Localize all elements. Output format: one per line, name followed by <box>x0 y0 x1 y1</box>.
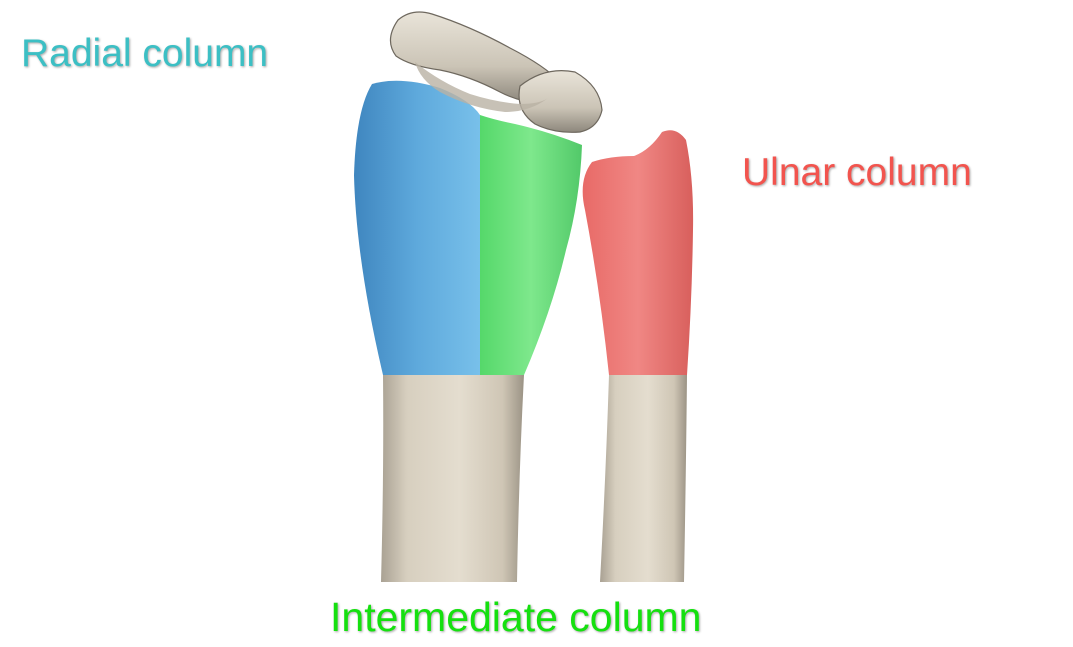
lunate-bone <box>519 71 602 133</box>
ulnar-column-region <box>583 130 693 375</box>
ulna-shaft <box>600 375 687 582</box>
intermediate-column-region <box>480 115 582 375</box>
radius-shaft <box>381 375 524 582</box>
ulnar-column-label: Ulnar column <box>742 153 972 192</box>
radial-column-region <box>354 81 480 375</box>
intermediate-column-label: Intermediate column <box>330 597 701 638</box>
radial-column-label: Radial column <box>21 34 268 73</box>
